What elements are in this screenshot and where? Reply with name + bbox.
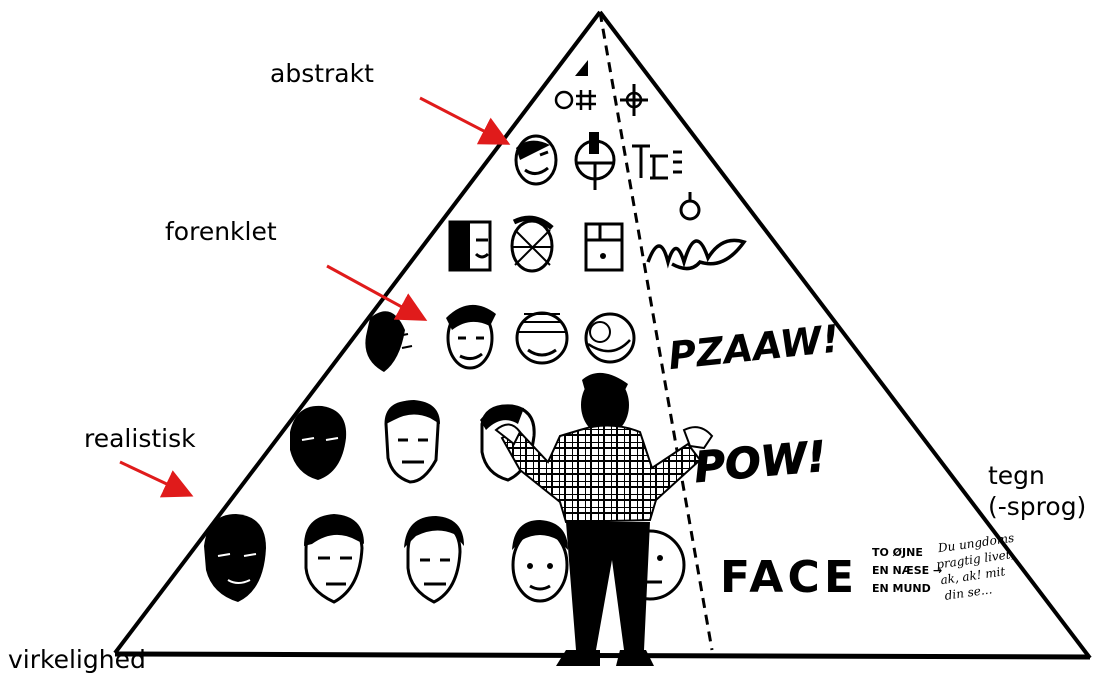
sketched-face-icon — [510, 215, 554, 273]
label-realistic: realistisk — [84, 424, 196, 453]
semi-realistic-faces-row: POW! — [290, 400, 829, 492]
geometric-face-icon — [584, 222, 624, 272]
label-signs-line2: (-sprog) — [988, 492, 1087, 522]
abstract-faces-row — [514, 132, 682, 190]
face-scribble-icon — [646, 192, 747, 271]
brush-face-icon — [365, 311, 413, 372]
label-reality: virkelighed — [8, 645, 146, 674]
abstract-glyph-icon — [632, 144, 682, 180]
comic-realistic-face-icon — [404, 516, 464, 604]
script-line-4: din se... — [944, 582, 993, 603]
bottom-faces-row: FACE TO ØJNE EN NÆSE → EN MUND Du ungdom… — [204, 514, 1015, 604]
cartoon-faces-row: PZAAW! — [365, 304, 841, 379]
label-abstract: abstrakt — [270, 59, 374, 88]
label-arrows — [119, 96, 511, 498]
dashed-divider-line — [598, 11, 714, 651]
sound-effect-pzaaw: PZAAW! — [666, 317, 841, 379]
label-signs-line1: tegn — [988, 461, 1045, 490]
abstract-shapes-icon — [554, 60, 648, 116]
abstract-face-icon — [514, 134, 558, 186]
cartoon-face-icon — [446, 304, 496, 370]
pyramid-triangle — [113, 10, 1092, 660]
realistic-arrow — [119, 460, 194, 498]
label-signs: tegn (-sprog) — [988, 460, 1086, 523]
cartoon-face-icon — [515, 311, 569, 365]
label-simplified: forenklet — [165, 217, 277, 246]
realistic-face-icon — [304, 514, 364, 604]
description-line-2: EN NÆSE → — [872, 564, 942, 577]
cartoon-face-icon — [584, 312, 636, 364]
description-line-3: EN MUND — [872, 582, 931, 595]
presenter-figure — [494, 372, 714, 666]
description-line-1: TO ØJNE — [872, 546, 923, 559]
simple-cartoon-face-icon — [511, 520, 569, 603]
simplified-arrow — [326, 264, 428, 321]
cubist-face-icon — [448, 220, 492, 272]
photo-realistic-face-icon — [204, 514, 266, 602]
abstract-face-icon — [574, 132, 616, 190]
sound-effect-pow: POW! — [692, 432, 828, 492]
simplified-faces-row — [448, 192, 747, 273]
inked-face-icon — [384, 400, 440, 484]
inked-face-icon — [290, 405, 347, 480]
abstract-arrow — [419, 96, 511, 145]
face-word: FACE — [720, 552, 854, 603]
